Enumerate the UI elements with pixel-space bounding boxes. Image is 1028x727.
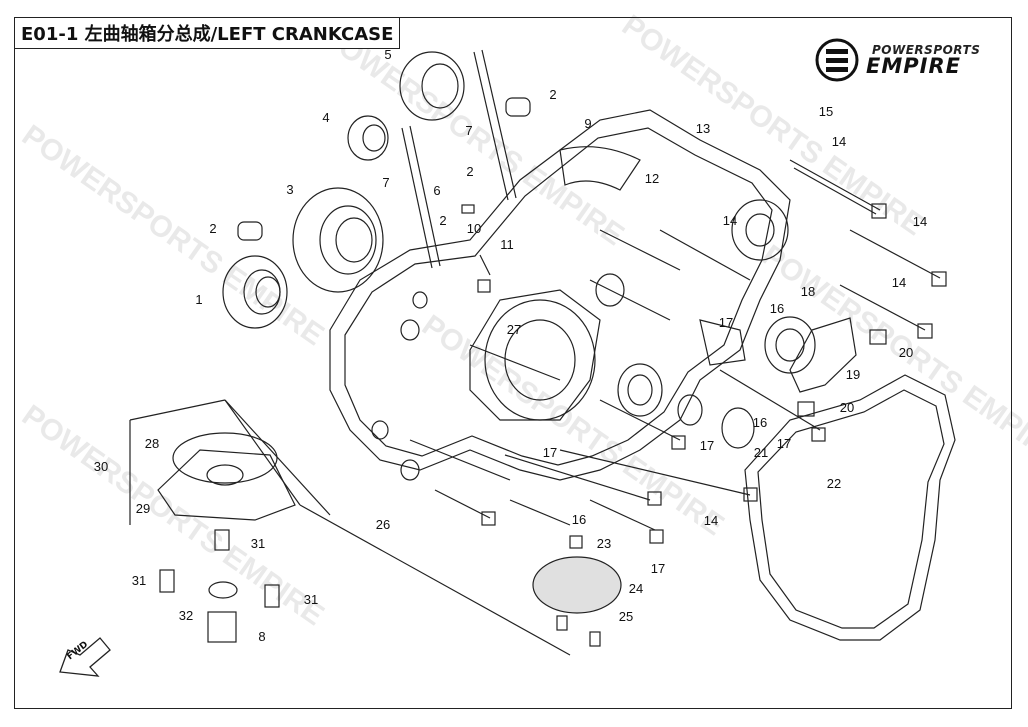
part-callout: 3	[286, 182, 294, 197]
part-callout: 28	[144, 436, 160, 451]
brand-tagline: POWERSPORTS	[872, 43, 981, 57]
part-callout: 21	[753, 445, 769, 460]
part-callout: 31	[250, 536, 266, 551]
part-callout: 16	[752, 415, 768, 430]
part-callout: 15	[818, 104, 834, 119]
part-callout: 10	[466, 221, 482, 236]
part-callout: 20	[898, 345, 914, 360]
part-callout: 6	[433, 183, 441, 198]
part-callout: 29	[135, 501, 151, 516]
part-callout: 31	[303, 592, 319, 607]
part-callout: 17	[699, 438, 715, 453]
part-callout: 31	[131, 573, 147, 588]
part-callout: 25	[618, 609, 634, 624]
fwd-arrow-icon	[59, 637, 111, 677]
part-callout: 16	[571, 512, 587, 527]
part-callout: 2	[209, 221, 217, 236]
diagram-title: E01-1 左曲轴箱分总成/LEFT CRANKCASE	[14, 17, 401, 49]
part-callout: 8	[258, 629, 266, 644]
bearings	[222, 51, 531, 329]
part-callout: 18	[800, 284, 816, 299]
part-callout: 14	[891, 275, 907, 290]
part-callout: 1	[195, 292, 203, 307]
part-callout: 17	[718, 315, 734, 330]
part-callout: 2	[439, 213, 447, 228]
part-callout: 2	[549, 87, 557, 102]
part-callout: 14	[912, 214, 928, 229]
part-callout: 30	[93, 459, 109, 474]
part-callout: 22	[826, 476, 842, 491]
part-callout: 16	[769, 301, 785, 316]
part-callout: 32	[178, 608, 194, 623]
part-callout: 17	[542, 445, 558, 460]
part-callout: 14	[703, 513, 719, 528]
part-callout: 17	[776, 436, 792, 451]
brand-name: EMPIRE	[866, 54, 961, 78]
part-callout: 7	[465, 123, 473, 138]
part-callout: 20	[839, 400, 855, 415]
part-callout: 11	[500, 237, 514, 252]
drawing-frame	[14, 17, 1012, 709]
part-callout: 14	[831, 134, 847, 149]
part-callout: 23	[596, 536, 612, 551]
part-callout: 24	[628, 581, 644, 596]
brand-logo: POWERSPORTS EMPIRE	[812, 38, 1002, 82]
part-callout: 2	[466, 164, 474, 179]
part-callout: 26	[375, 517, 391, 532]
part-callout: 4	[322, 110, 330, 125]
part-callout: 17	[650, 561, 666, 576]
gaskets-and-covers	[129, 316, 956, 656]
part-callout: 9	[584, 116, 592, 131]
part-callout: 5	[384, 47, 392, 62]
brand-emblem-icon	[815, 38, 859, 82]
part-callout: 27	[506, 322, 522, 337]
part-callout: 12	[644, 171, 660, 186]
part-callout: 7	[382, 175, 390, 190]
part-callout: 13	[695, 121, 711, 136]
part-callout: 14	[722, 213, 738, 228]
crankcase-body	[329, 109, 791, 481]
studs-and-bolts	[159, 49, 947, 647]
part-callout: 19	[845, 367, 861, 382]
